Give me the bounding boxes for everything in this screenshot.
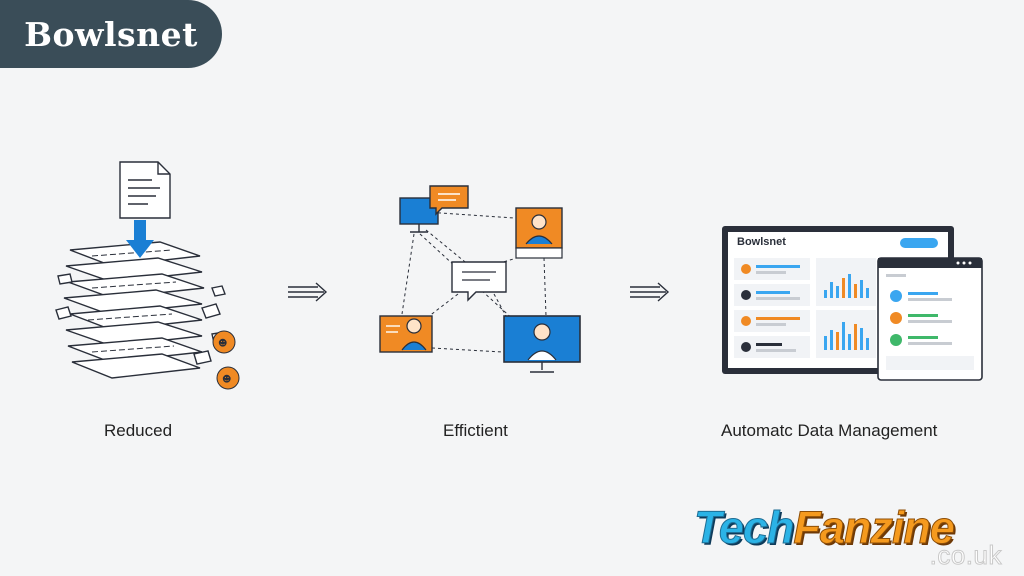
document-stack-icon: ☻ ☻ [55, 161, 240, 390]
brand-domain: .co.uk [929, 540, 1002, 571]
brand-part-tech: Tech [693, 502, 794, 554]
techfanzine-watermark: TechFanzine .co.uk [693, 500, 1006, 576]
dashboard-title: Bowlsnet [737, 236, 786, 248]
network-communication-icon [379, 185, 581, 373]
logo-badge: Bowlsnet [0, 0, 222, 68]
dashboard-icon [722, 226, 983, 381]
svg-text:☻: ☻ [222, 374, 231, 385]
brand-main-text: TechFanzine [693, 502, 956, 554]
stage-label-efficient: Effictient [443, 421, 508, 440]
svg-text:☻: ☻ [218, 338, 227, 349]
brand-part-fanzine: Fanzine [793, 502, 956, 554]
stage-label-reduced: Reduced [104, 421, 173, 440]
arrow-right-icon [630, 282, 670, 302]
logo-text: Bowlsnet [24, 14, 198, 54]
arrow-right-icon [288, 282, 328, 302]
stage-label-automatic-data-management: Automatc Data Management [721, 421, 938, 440]
